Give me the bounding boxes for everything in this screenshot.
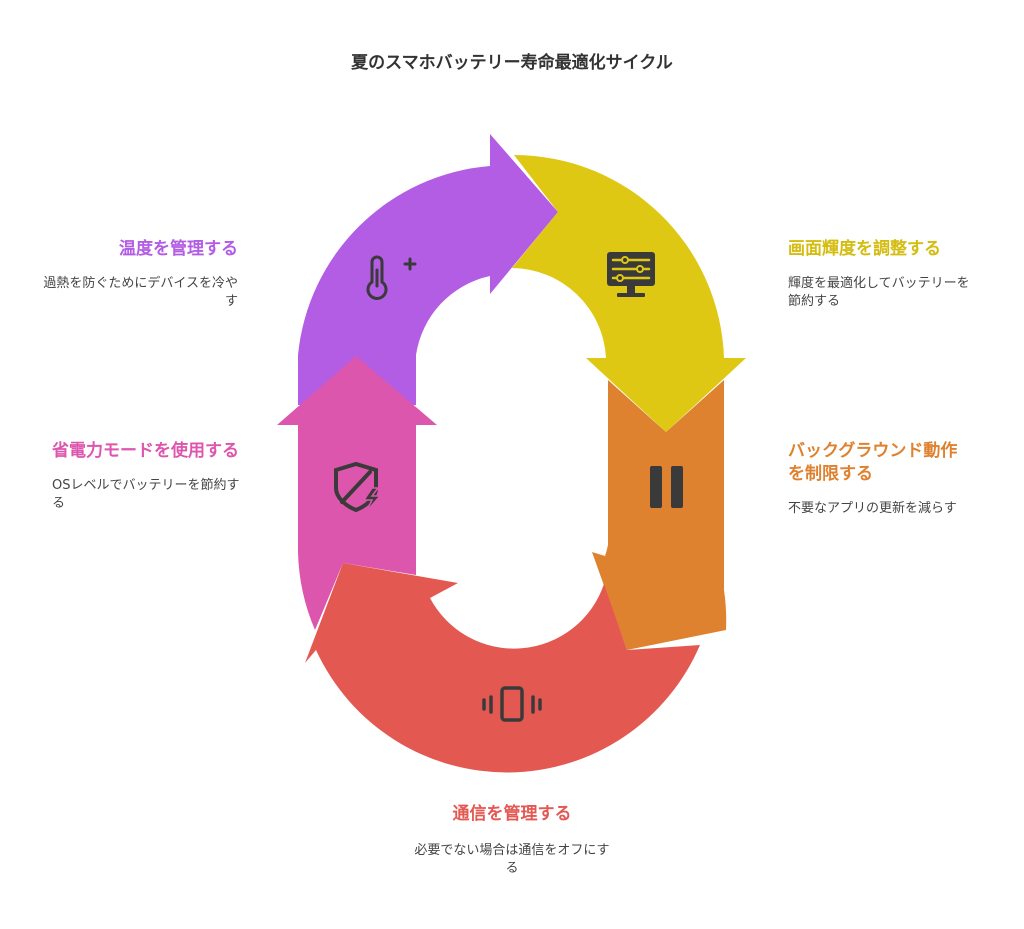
step-background-heading: バックグラウンド動作を制限する xyxy=(788,441,958,484)
arrow-communication xyxy=(305,563,700,773)
shield-bolt-icon xyxy=(334,461,382,513)
step-communication: 通信を管理する 必要でない場合は通信をオフにする xyxy=(412,803,612,878)
step-communication-heading: 通信を管理する xyxy=(452,804,572,824)
step-brightness-desc: 輝度を最適化してバッテリーを節約する xyxy=(788,276,970,309)
step-brightness-heading: 画面輝度を調整する xyxy=(788,239,941,259)
arrow-temperature xyxy=(298,134,558,405)
step-power-saver-heading: 省電力モードを使用する xyxy=(52,441,239,461)
step-background-desc: 不要なアプリの更新を減らす xyxy=(788,501,957,516)
phone-vibrate-icon xyxy=(482,686,542,722)
arrow-background xyxy=(592,380,727,650)
step-communication-desc: 必要でない場合は通信をオフにする xyxy=(414,843,610,876)
step-temperature: 温度を管理する 過熱を防ぐためにデバイスを冷やす xyxy=(40,238,238,311)
step-temperature-heading: 温度を管理する xyxy=(119,239,238,259)
thermometer-plus-icon xyxy=(366,255,417,300)
monitor-sliders-icon xyxy=(607,252,655,297)
step-background: バックグラウンド動作を制限する 不要なアプリの更新を減らす xyxy=(788,440,974,518)
pause-icon xyxy=(650,466,683,508)
diagram-title: 夏のスマホバッテリー寿命最適化サイクル xyxy=(351,53,673,73)
step-brightness: 画面輝度を調整する 輝度を最適化してバッテリーを節約する xyxy=(788,238,974,311)
arrow-power-saver xyxy=(277,356,437,630)
step-power-saver-desc: OSレベルでバッテリーを節約する xyxy=(52,478,240,511)
step-power-saver: 省電力モードを使用する OSレベルでバッテリーを節約する xyxy=(52,440,242,513)
step-temperature-desc: 過熱を防ぐためにデバイスを冷やす xyxy=(43,276,238,309)
